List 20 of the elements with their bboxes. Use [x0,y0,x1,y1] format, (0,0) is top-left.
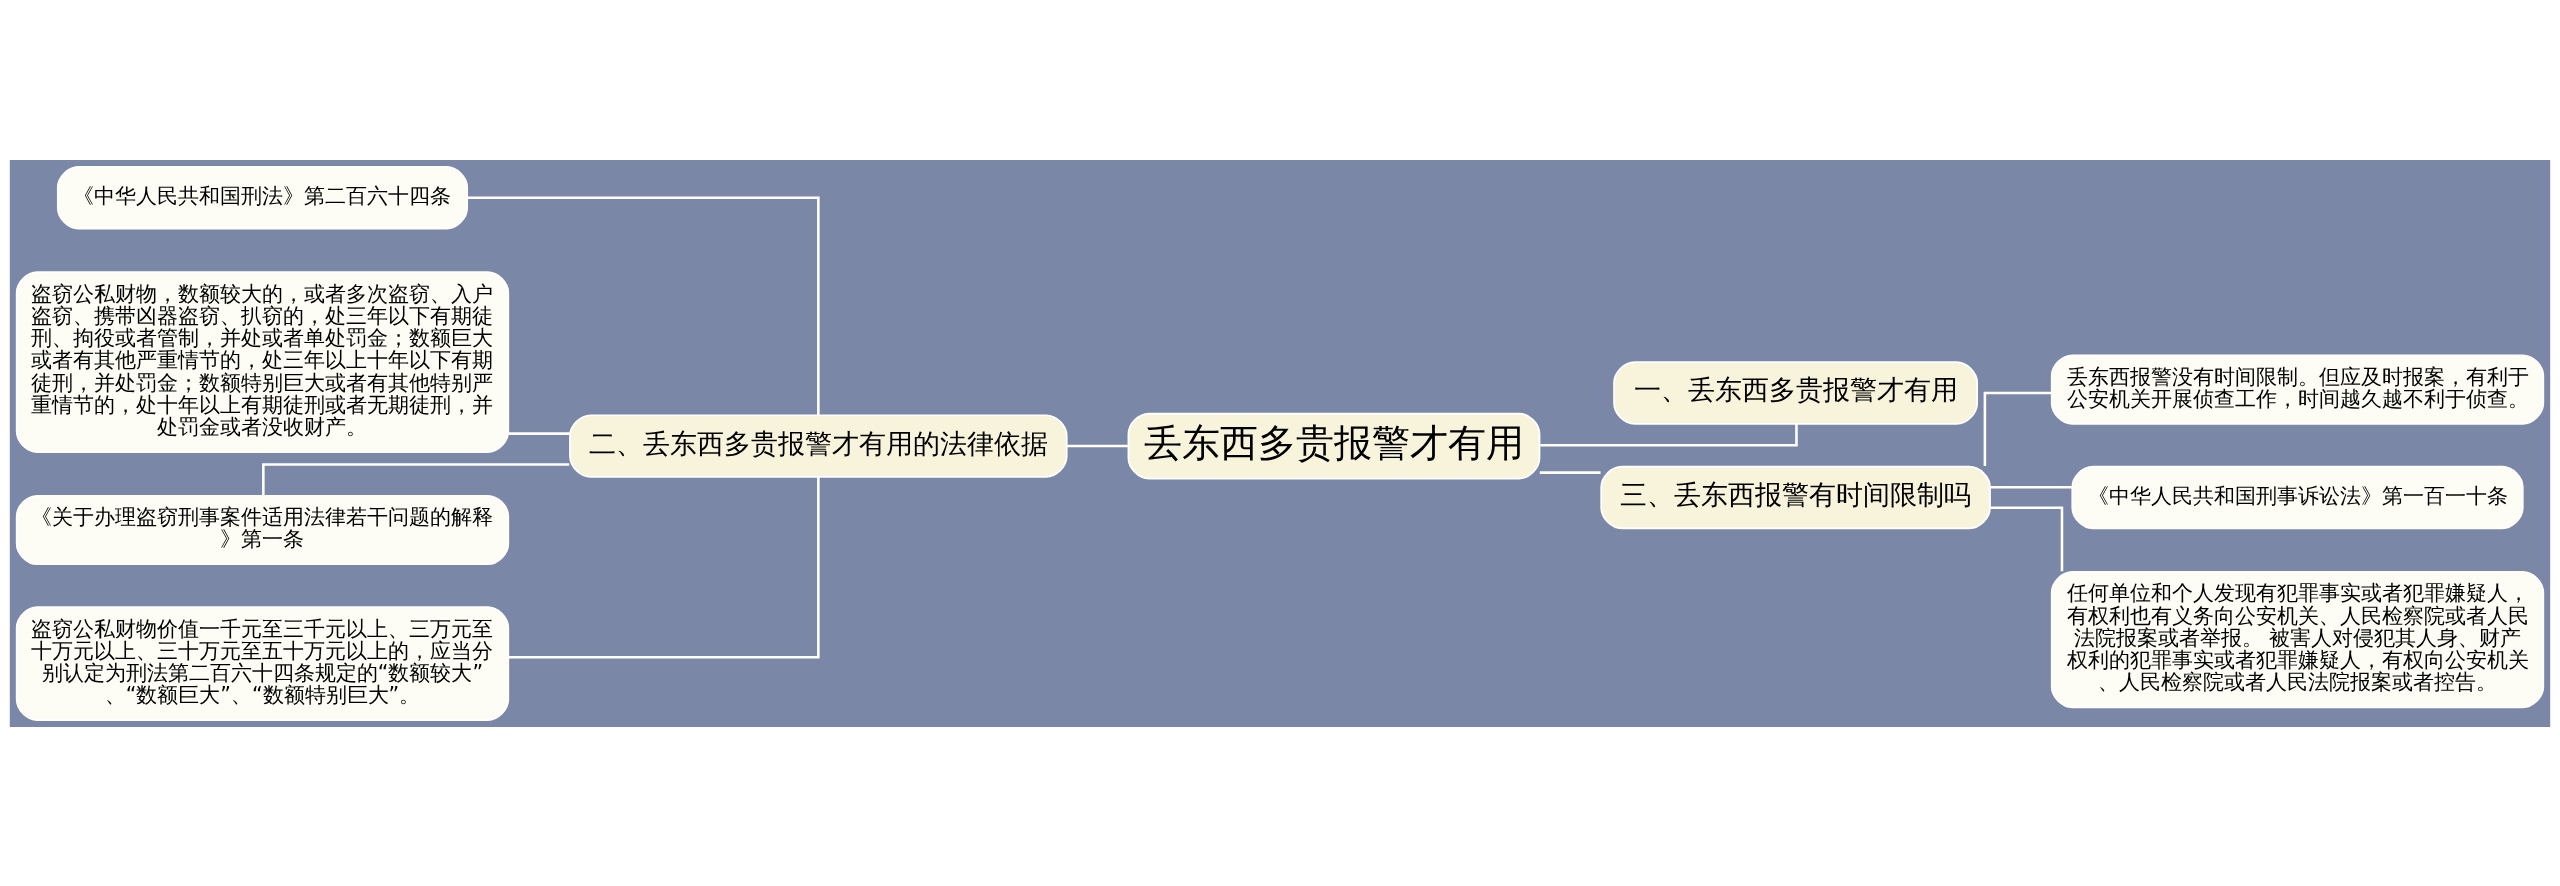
node-box: 《中华人民共和国刑法》第二百六十四条 [56,165,469,229]
node-box: 《关于办理盗窃刑事案件适用法律若干问题的解释》第一条 [15,494,510,565]
connector [1990,505,2064,571]
connector [1539,470,1601,474]
node-box: 任何单位和个人发现有犯罪事实或者犯罪嫌疑人，有权利也有义务向公安机关、人民检察院或者人民法院报案或者举报。 被害人对侵犯其人身、财产权利的犯罪事实或者犯罪嫌疑人，有权向公安机关、人民检察院或者人民法院报案或者控告。 [2050,570,2545,708]
node-box: 二、丢东西多贵报警才有用的法律依据 [569,413,1068,478]
node-box: 盗窃公私财物价值一千元至三千元以上、三万元至十万元以上、三十万元至五十万元以上的，应当分别认定为刑法第二百六十四条规定的“数额较大”、“数额巨大”、“数额特别巨大”。 [15,605,510,721]
connector [1067,444,1128,447]
node-box: 盗窃公私财物，数额较大的，或者多次盗窃、入户盗窃、携带凶器盗窃、扒窃的，处三年以下有期徒刑、拘役或者管制，并处或者单处罚金；数额巨大或者有其他严重情节的，处三年以上十年以下有期徒刑，并处罚金；数额特别巨大或者有其他特别严重情节的，处十年以上有期徒刑或者无期徒刑，并处罚金或者没收财产。 [15,270,510,453]
node-box: 丢东西多贵报警才有用 [1127,412,1541,479]
connector [1983,391,2052,466]
node-box: 《中华人民共和国刑事诉讼法》第一百一十条 [2071,465,2524,529]
node-box: 三、丢东西报警有时间限制吗 [1600,465,1991,529]
connector [1540,423,1798,446]
connector [1990,485,2072,488]
node-box: 一、丢东西多贵报警才有用 [1613,360,1979,425]
connector [508,476,820,658]
node-box: 丢东西报警没有时间限制。但应及时报案，有利于公安机关开展侦查工作，时间越久越不利于侦查。 [2050,353,2545,425]
connector [508,431,570,435]
connector [467,195,820,415]
